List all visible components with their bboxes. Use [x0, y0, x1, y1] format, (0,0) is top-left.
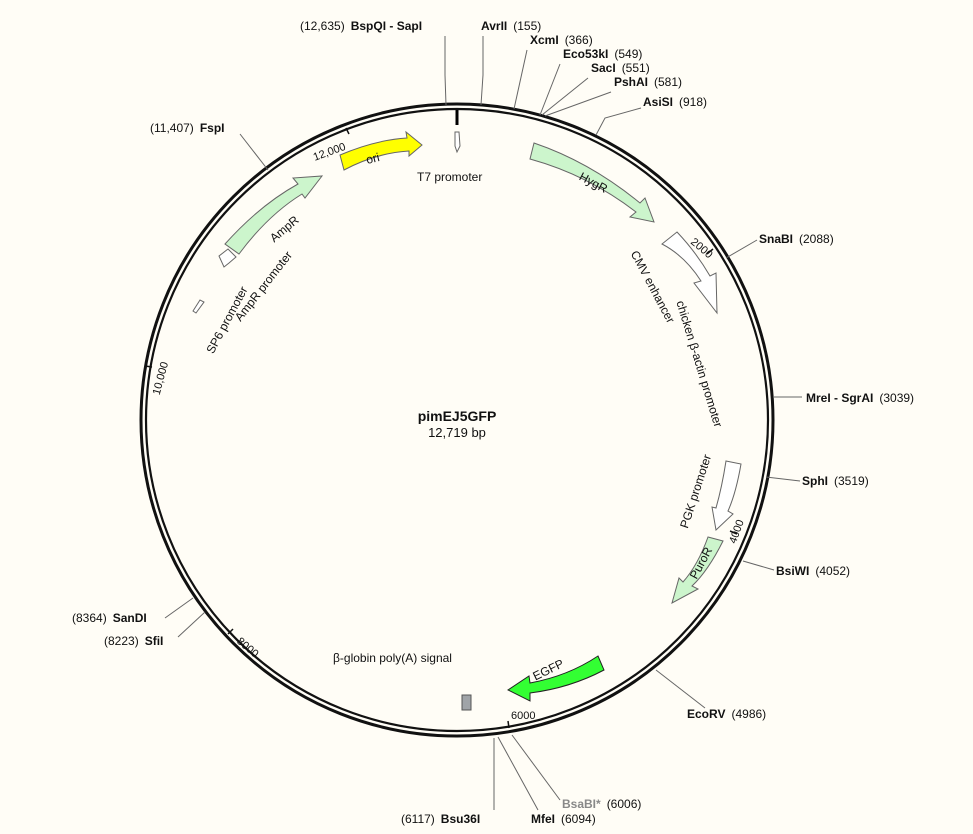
- site-saci[interactable]: SacI(551): [591, 61, 650, 75]
- site-line-xcmi: [513, 49, 528, 110]
- feature-ampr[interactable]: [224, 175, 324, 255]
- site-sandi[interactable]: (8364)SanDI: [72, 611, 147, 625]
- site-line-bsiwi: [742, 560, 775, 571]
- feature-cmv-enhancer[interactable]: [661, 231, 718, 315]
- feature-hygr[interactable]: [529, 142, 655, 223]
- feature-sp6-promoter[interactable]: [192, 299, 205, 314]
- tick-8000: [227, 628, 234, 635]
- feature-puror[interactable]: [671, 536, 724, 604]
- site-pshai[interactable]: PshAI(581): [614, 75, 682, 89]
- site-bsabi[interactable]: BsaBI*(6006): [562, 797, 641, 811]
- site-avrii[interactable]: AvrII(155): [481, 19, 541, 33]
- feature-t7-promoter-label: T7 promoter: [417, 170, 482, 184]
- site-fspi[interactable]: (11,407)FspI: [150, 121, 224, 135]
- site-line-bspqi: [444, 36, 447, 106]
- site-ecorv[interactable]: EcoRV(4986): [687, 707, 766, 721]
- backbone-inner: [144, 107, 770, 733]
- site-connectors: [164, 36, 802, 811]
- feature-egfp[interactable]: [507, 655, 605, 702]
- site-line-sfii: [177, 611, 206, 638]
- site-mrei-sgrai[interactable]: MreI - SgrAI(3039): [806, 391, 914, 405]
- site-line-saci: [541, 77, 589, 116]
- site-line-snabi: [725, 239, 758, 259]
- feature-cmv-enhancer-label: CMV enhancer: [628, 248, 678, 325]
- tick-12000: [345, 127, 350, 135]
- site-line-sphi: [765, 476, 801, 482]
- backbone-outer: [139, 102, 775, 738]
- feature-ampr-promoter[interactable]: [218, 248, 237, 268]
- feature-chicken-actin-label: chicken β-actin promoter: [673, 299, 725, 429]
- site-line-bsabi: [511, 734, 561, 801]
- site-eco53ki[interactable]: Eco53kI(549): [563, 47, 642, 61]
- tick-6000: [507, 720, 510, 729]
- site-mfei[interactable]: MfeI(6094): [531, 812, 596, 826]
- tick-2000: [706, 248, 714, 255]
- tick-label-6000: 6000: [511, 710, 535, 722]
- site-line-eco53ki: [539, 63, 561, 116]
- tick-10000: [144, 365, 153, 368]
- site-sfii[interactable]: (8223)SfiI: [104, 634, 163, 648]
- backbone: [139, 102, 775, 738]
- feature-ori-label: ori: [365, 150, 381, 167]
- site-line-pshai: [544, 91, 612, 117]
- site-line-fspi: [239, 133, 269, 171]
- plasmid-size: 12,719 bp: [428, 425, 486, 440]
- site-labels: (12,635)BspQI - SapI AvrII(155) XcmI(366…: [72, 19, 914, 826]
- site-line-ecorv: [655, 669, 706, 709]
- site-bsiwi[interactable]: BsiWI(4052): [776, 564, 850, 578]
- feature-ampr-label: AmpR: [267, 213, 302, 245]
- plasmid-name: pimEJ5GFP: [418, 408, 497, 424]
- site-asisi[interactable]: AsiSI(918): [643, 95, 707, 109]
- site-xcmi[interactable]: XcmI(366): [530, 33, 593, 47]
- feature-beta-globin-polya[interactable]: [461, 694, 472, 711]
- site-line-sandi: [164, 597, 194, 619]
- feature-pgk-promoter[interactable]: [711, 460, 742, 532]
- site-snabi[interactable]: SnaBI(2088): [759, 232, 834, 246]
- site-line-mfei: [497, 736, 539, 811]
- site-bsu36i[interactable]: (6117)Bsu36I: [401, 812, 480, 826]
- site-bspqi-sapi[interactable]: (12,635)BspQI - SapI: [300, 19, 422, 33]
- feature-pgk-label: PGK promoter: [677, 453, 714, 530]
- site-line-avrii: [480, 36, 484, 106]
- site-sphi[interactable]: SphI(3519): [802, 474, 869, 488]
- tick-4000: [729, 530, 738, 535]
- feature-beta-globin-label: β-globin poly(A) signal: [333, 651, 452, 665]
- feature-ori[interactable]: [339, 130, 423, 171]
- site-line-asisi: [595, 107, 642, 136]
- feature-t7-promoter[interactable]: [454, 131, 461, 154]
- tick-label-10000: 10,000: [151, 361, 171, 397]
